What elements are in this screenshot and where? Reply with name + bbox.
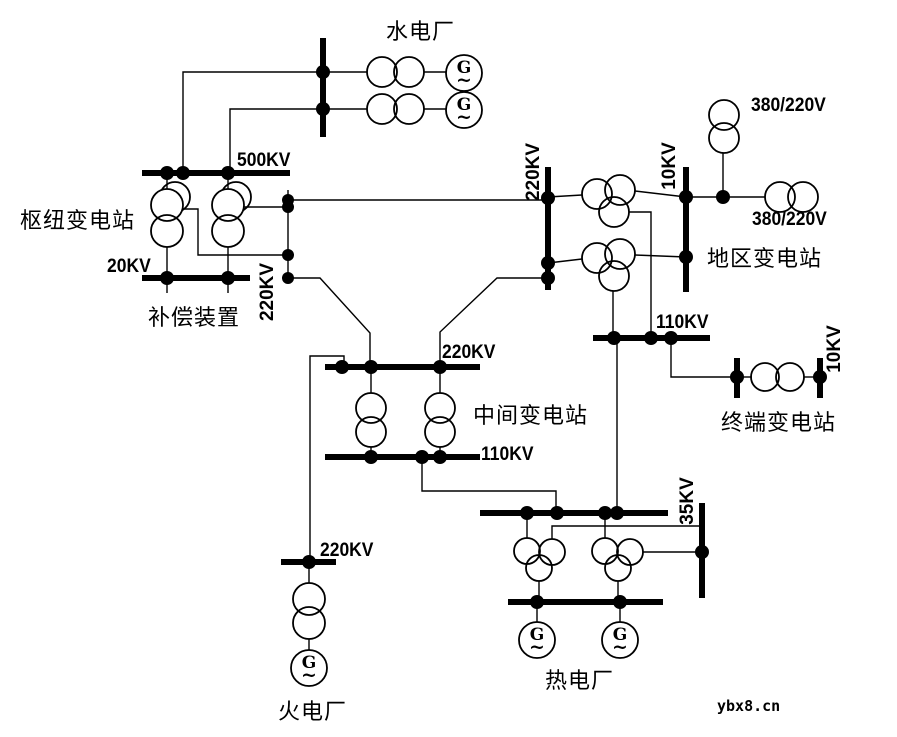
generator-wave: ~ <box>456 106 472 128</box>
hydro-plant-label: 水电厂 <box>386 19 456 44</box>
generator-wave: ~ <box>301 664 317 686</box>
hub-substation-label: 枢纽变电站 <box>20 208 136 233</box>
generator-letter: G <box>613 625 628 645</box>
regional-substation-label: 地区变电站 <box>707 246 823 271</box>
bus-220kv-intermediate-label: 220KV <box>442 342 496 363</box>
bus-220kv-thermal-label: 220KV <box>320 540 374 561</box>
bus-35kv-label: 35KV <box>677 477 698 525</box>
watermark: ybx8.cn <box>717 697 781 715</box>
tie-lines <box>288 199 618 562</box>
hub-substation-symbols <box>142 166 294 293</box>
thermal-plant-symbols <box>281 555 336 687</box>
generator-letter: G <box>457 58 472 78</box>
generator-letter: G <box>302 653 317 673</box>
bus-10kv-regional-label: 10KV <box>659 142 680 190</box>
thermal-plant-label: 火电厂 <box>278 699 348 724</box>
bus-20kv-label: 20KV <box>107 256 151 277</box>
generator-wave: ~ <box>456 69 472 91</box>
bus-500kv-label: 500KV <box>237 150 291 171</box>
terminal-substation-symbols <box>670 338 827 398</box>
generator-glyphs: G ~ G ~ G ~ G ~ G ~ <box>301 58 628 686</box>
intermediate-substation-symbols <box>325 360 480 464</box>
cogeneration-plant-label: 热电厂 <box>545 668 615 693</box>
bus-10kv-terminal-label: 10KV <box>824 325 845 373</box>
generator-wave: ~ <box>529 636 545 658</box>
cogeneration-plant-symbols <box>480 503 709 659</box>
compensation-device-label: 补偿装置 <box>148 305 241 330</box>
generator-letter: G <box>457 95 472 115</box>
generator-letter: G <box>530 625 545 645</box>
bus-110kv-regional-label: 110KV <box>656 312 709 333</box>
bus-220kv-hub-label: 220KV <box>257 262 278 322</box>
lv-380-220-right-label: 380/220V <box>752 209 827 230</box>
lv-380-220-top-label: 380/220V <box>751 95 826 116</box>
terminal-substation-label: 终端变电站 <box>721 410 837 435</box>
generator-wave: ~ <box>612 636 628 658</box>
hydro-plant-symbols <box>182 38 483 173</box>
intermediate-substation-label: 中间变电站 <box>473 403 589 428</box>
bus-220kv-regional-label: 220KV <box>523 142 544 202</box>
bus-110kv-intermediate-label: 110KV <box>481 444 534 465</box>
regional-substation-symbols <box>541 99 819 345</box>
